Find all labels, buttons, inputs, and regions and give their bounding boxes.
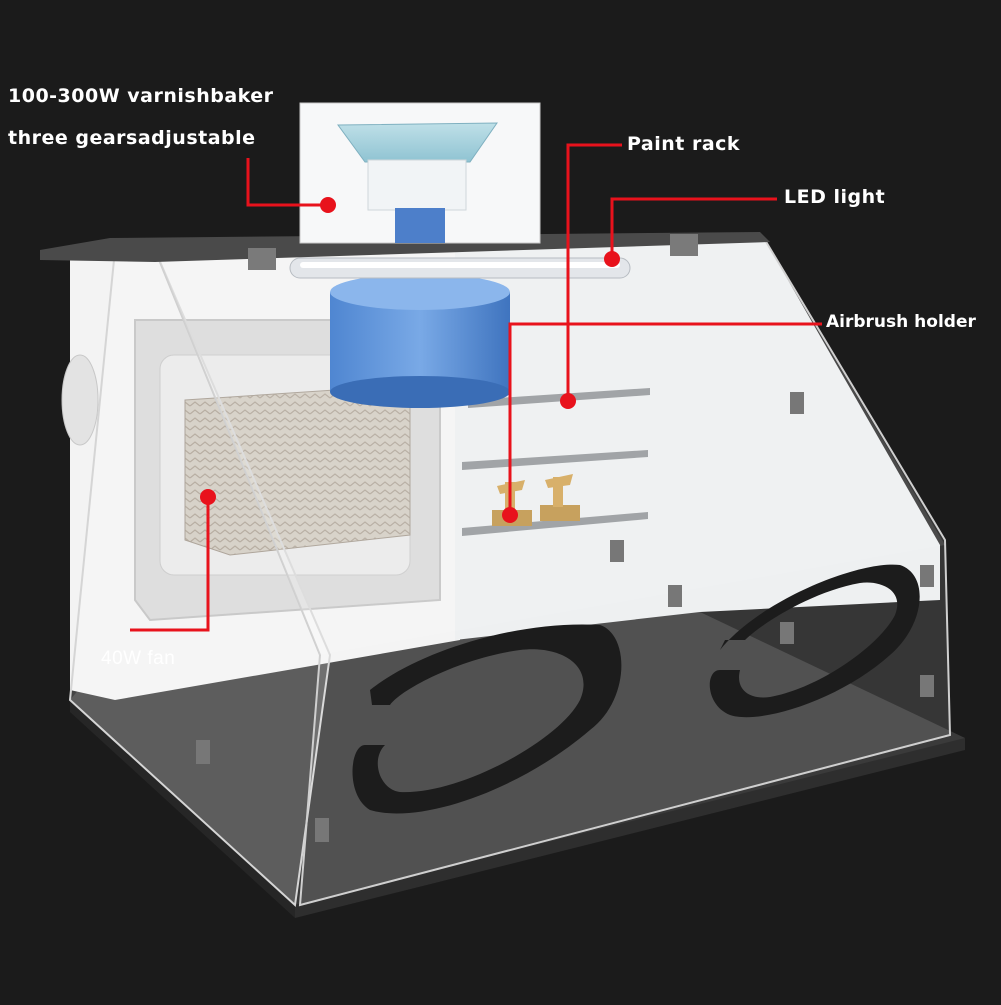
hinge-icon xyxy=(790,392,804,414)
callout-line-airbrush xyxy=(508,322,822,515)
airbrush-holder-right xyxy=(540,474,580,521)
glove-port-icon xyxy=(352,624,622,814)
rack-shelf-3 xyxy=(462,512,648,536)
hinge-icon xyxy=(668,585,682,607)
base-right-edge xyxy=(295,738,965,918)
label-airbrush-holder: Airbrush holder xyxy=(826,312,976,332)
hinge-icon xyxy=(670,234,698,256)
label-paint-rack: Paint rack xyxy=(627,133,741,155)
callout-dot-icon xyxy=(320,197,336,213)
side-intake xyxy=(61,354,99,446)
top-lid xyxy=(40,232,770,262)
hinge-icon xyxy=(315,818,329,842)
fan-shroud xyxy=(330,274,510,408)
cabinet-right-panel xyxy=(455,240,940,640)
base-front-edge xyxy=(70,700,295,918)
callout-dot-icon xyxy=(502,507,518,523)
callout-line-led xyxy=(610,197,777,259)
hinge-icon xyxy=(248,248,276,270)
hinge-icon xyxy=(920,565,934,587)
hinge-icon xyxy=(780,622,794,644)
callout-line-paint-rack xyxy=(566,143,622,401)
hinge-icon xyxy=(920,675,934,697)
glove-port-icon xyxy=(709,564,920,718)
hinge-icon xyxy=(196,740,210,764)
label-varnish-baker-line-2: three gearsadjustable xyxy=(8,127,256,149)
callout-dot-icon xyxy=(560,393,576,409)
callout-dot-icon xyxy=(604,251,620,267)
callout-line-varnish xyxy=(246,158,328,207)
callout-dot-icon xyxy=(200,489,216,505)
callout-line-fan xyxy=(130,497,210,632)
hinge-icon xyxy=(610,540,624,562)
rack-shelf-1 xyxy=(468,388,650,408)
label-fan: 40W fan xyxy=(101,648,176,669)
varnish-baker xyxy=(299,102,541,244)
callout-lines xyxy=(130,143,822,632)
label-varnish-baker-line-1: 100-300W varnishbaker xyxy=(8,85,274,107)
label-led-light: LED light xyxy=(784,186,886,208)
led-light-tube xyxy=(289,257,631,279)
